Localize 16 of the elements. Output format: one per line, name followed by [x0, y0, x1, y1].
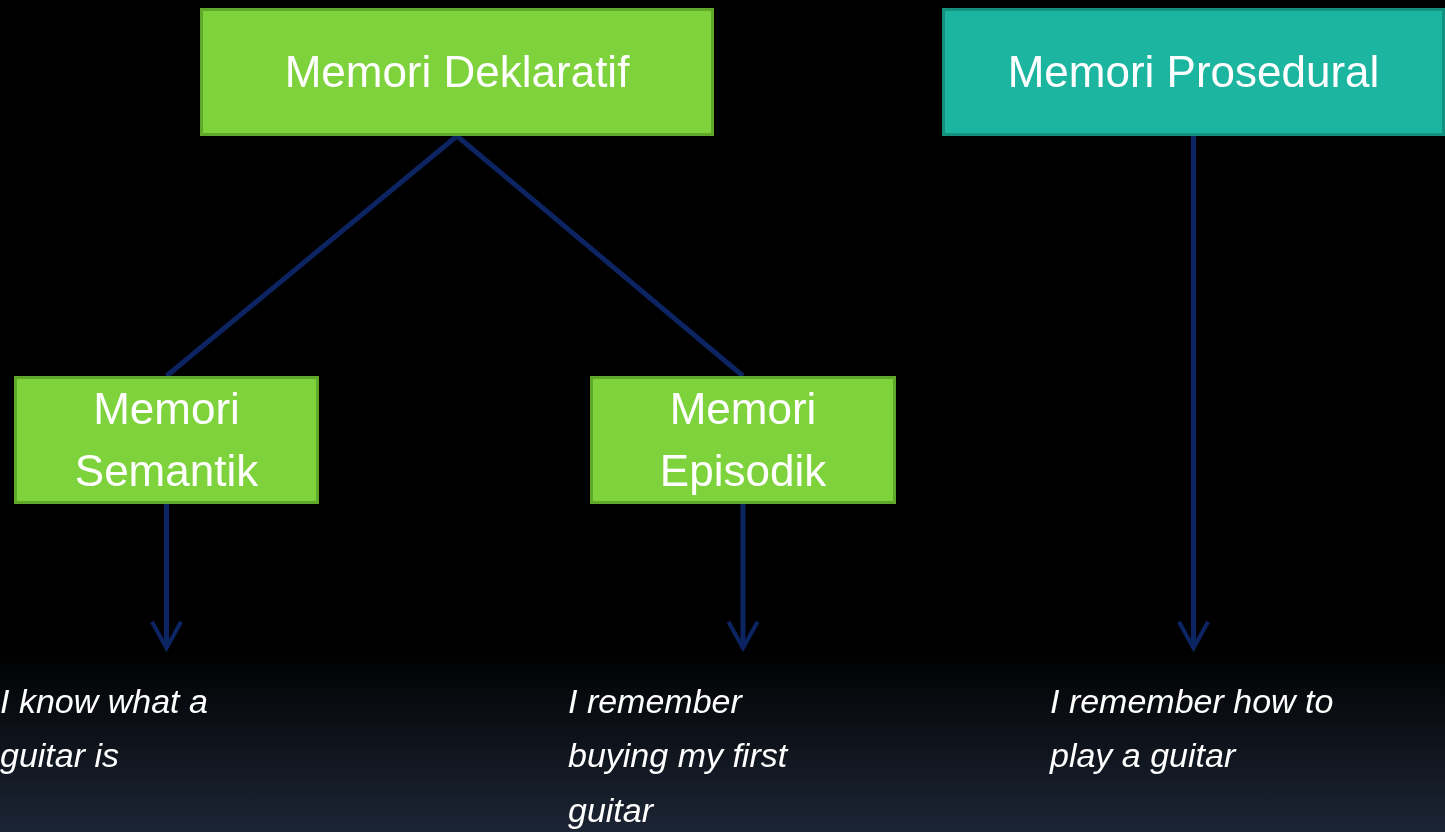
example-text: I remember how to play a guitar: [1050, 681, 1335, 777]
memory-type-box: [14, 376, 319, 504]
box-label: Memori Episodik: [658, 383, 828, 497]
box-label: Memori Semantik: [73, 383, 260, 497]
connector-line: [164, 134, 459, 378]
memory-type-box: [942, 8, 1445, 136]
example-text: I remember buying my first guitar: [568, 681, 790, 831]
memory-type-box: [200, 8, 714, 136]
box-label: Memori Prosedural: [1007, 46, 1380, 99]
arrow: [149, 504, 184, 651]
arrow: [1176, 136, 1211, 651]
arrow: [726, 504, 760, 651]
example-text: I know what a guitar is: [0, 681, 209, 777]
memory-type-box: [590, 376, 896, 504]
box-label: Memori Deklaratif: [284, 46, 630, 99]
connector-line: [455, 134, 745, 378]
